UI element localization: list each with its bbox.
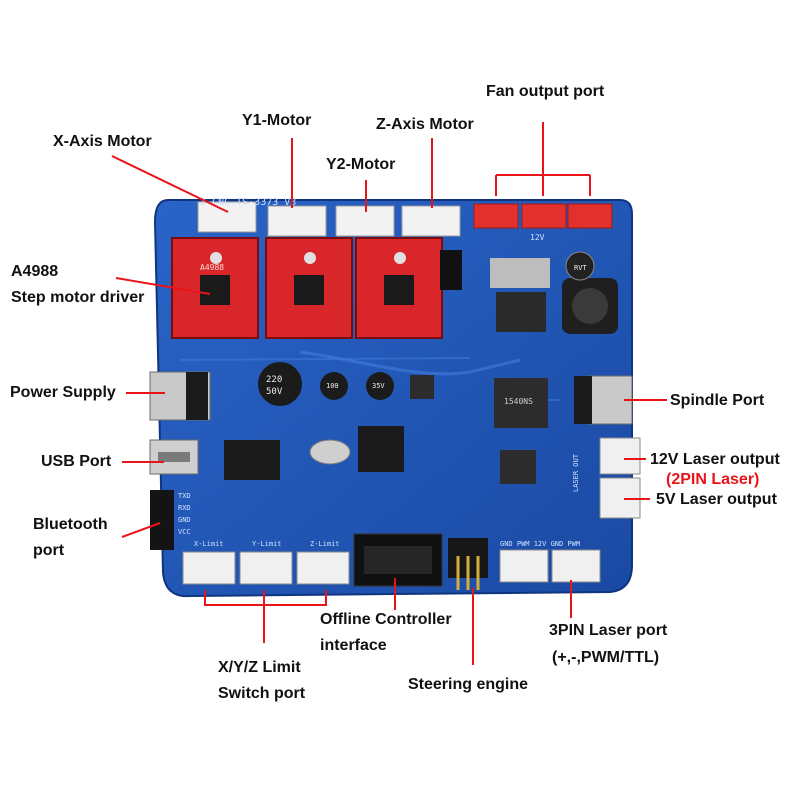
fan-connectors: 12V bbox=[473, 203, 613, 242]
limit-y-silk: Y-Limit bbox=[252, 540, 282, 548]
x-motor-connector bbox=[197, 201, 257, 233]
laser3pin-silk: GND PWM 12V GND PWM bbox=[500, 540, 580, 548]
offline-controller-connector bbox=[353, 533, 443, 587]
laser3pin-label-line1: 3PIN Laser port bbox=[549, 622, 668, 639]
bluetooth-header: TXD RXD GND VCC bbox=[150, 490, 191, 550]
y2-motor-label: Y2-Motor bbox=[326, 156, 396, 173]
limit-line bbox=[204, 590, 327, 643]
fan-pin-silk: 12V bbox=[530, 233, 545, 242]
power-jack bbox=[149, 371, 211, 421]
power-regulator bbox=[490, 251, 618, 334]
laser-3pin-connectors: GND PWM 12V GND PWM bbox=[499, 540, 601, 583]
bt-vcc-silk: VCC bbox=[178, 528, 191, 536]
bluetooth-label-line1: Bluetooth bbox=[33, 516, 108, 533]
usb-port-label: USB Port bbox=[41, 453, 112, 470]
servo-header bbox=[448, 538, 488, 590]
x-line bbox=[111, 155, 229, 213]
bt-rxd-silk: RXD bbox=[178, 504, 191, 512]
x-axis-motor-label: X-Axis Motor bbox=[53, 133, 152, 150]
bt-txd-silk: TXD bbox=[178, 492, 191, 500]
usb-port bbox=[149, 439, 199, 475]
offline-controller-label-line2: interface bbox=[320, 637, 387, 654]
a4988-line bbox=[115, 277, 211, 295]
laser5v-label: 5V Laser output bbox=[656, 491, 777, 508]
capacitors: 220 50V 100 35V RVT bbox=[258, 264, 587, 406]
y1-motor-label: Y1-Motor bbox=[242, 112, 312, 129]
cap-220-silk: 220 bbox=[266, 375, 282, 385]
small-components bbox=[309, 250, 462, 465]
z-axis-motor-label: Z-Axis Motor bbox=[376, 116, 474, 133]
top-motor-connectors: 3 CNC TS-3373 V3 bbox=[197, 197, 461, 237]
cap-50v-silk: 50V bbox=[266, 387, 283, 397]
laser-2pin-label: (2PIN Laser) bbox=[666, 471, 760, 488]
cap-35v-silk: 35V bbox=[372, 382, 385, 390]
a4988-drivers: A4988 bbox=[171, 237, 443, 339]
bluetooth-label-line2: port bbox=[33, 542, 65, 559]
limit-z-silk: Z-Limit bbox=[310, 540, 340, 548]
a4988-label-line1: A4988 bbox=[11, 263, 59, 280]
y1-motor-connector bbox=[267, 205, 327, 237]
steering-engine-label: Steering engine bbox=[408, 676, 529, 693]
ic-chips: 1540NS bbox=[224, 378, 548, 484]
laser3pin-label-line2: (+,-,PWM/TTL) bbox=[552, 649, 660, 666]
cap-100-silk: 100 bbox=[326, 382, 339, 390]
limit-switch-connectors: X-Limit Y-Limit Z-Limit bbox=[182, 540, 350, 585]
z-motor-connector bbox=[401, 205, 461, 237]
bluetooth-line bbox=[121, 522, 161, 538]
offline-controller-label-line1: Offline Controller bbox=[320, 611, 452, 628]
limit-x-silk: X-Limit bbox=[194, 540, 224, 548]
driver-chip-silk: A4988 bbox=[200, 263, 224, 272]
mosfet-silk: 1540NS bbox=[504, 397, 533, 406]
limit-switch-label-line2: Switch port bbox=[218, 685, 306, 702]
laser-out-silk: LASER OUT bbox=[572, 453, 580, 492]
annotation-lines bbox=[111, 122, 667, 665]
spindle-port bbox=[574, 375, 633, 425]
cap-rvt-silk: RVT bbox=[574, 264, 587, 272]
fan-output-label: Fan output port bbox=[486, 83, 605, 100]
laser12v-label: 12V Laser output bbox=[650, 451, 780, 468]
a4988-label-line2: Step motor driver bbox=[11, 289, 145, 306]
spindle-port-label: Spindle Port bbox=[670, 392, 765, 409]
limit-switch-label-line1: X/Y/Z Limit bbox=[218, 659, 301, 676]
bt-gnd-silk: GND bbox=[178, 516, 191, 524]
board-name-silk: 3 CNC TS-3373 V3 bbox=[200, 197, 296, 208]
power-supply-label: Power Supply bbox=[10, 384, 116, 401]
fan-line bbox=[495, 122, 591, 196]
